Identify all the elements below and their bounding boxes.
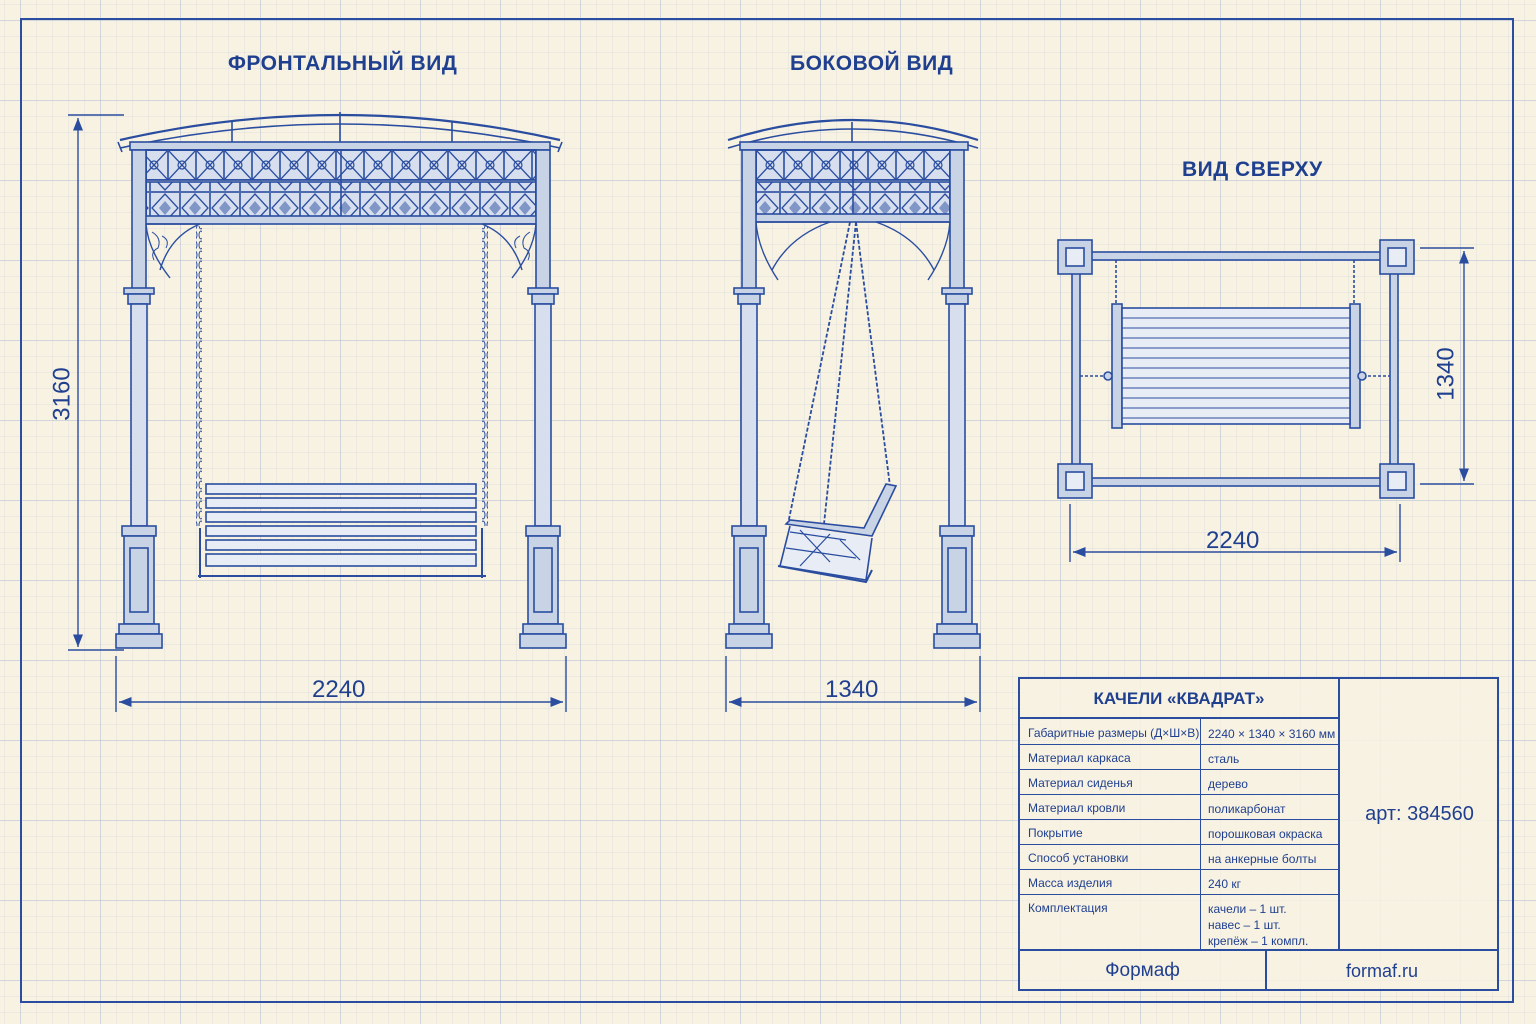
spec-row-dimensions: Габаритные размеры (Д×Ш×В) 2240 × 1340 ×… <box>1020 719 1338 745</box>
top-dimensions <box>1069 247 1474 562</box>
top-view-title: ВИД СВЕРХУ <box>1182 158 1323 181</box>
title-block-footer: Формаф formaf.ru <box>1020 949 1497 989</box>
spec-value: 240 кг <box>1208 877 1241 891</box>
spec-label: Материал сиденья <box>1028 776 1133 790</box>
package-line: крепёж – 1 компл. <box>1208 934 1309 948</box>
spec-row-installation: Способ установки на анкерные болты <box>1020 844 1338 870</box>
drawing-frame <box>20 18 1514 1003</box>
top-view <box>1057 239 1415 499</box>
side-dimensions <box>725 656 981 712</box>
spec-row-weight: Масса изделия 240 кг <box>1020 869 1338 895</box>
top-width-dimension: 2240 <box>1206 527 1260 554</box>
spec-row-coating: Покрытие порошковая окраска <box>1020 819 1338 845</box>
spec-value: поликарбонат <box>1208 802 1286 816</box>
package-line: навес – 1 шт. <box>1208 918 1281 932</box>
spec-row-package: Комплектация качели – 1 шт. навес – 1 шт… <box>1020 894 1338 949</box>
spec-label: Габаритные размеры (Д×Ш×В) <box>1028 726 1200 740</box>
spec-label: Покрытие <box>1028 826 1083 840</box>
spec-label: Материал каркаса <box>1028 751 1131 765</box>
spec-value: на анкерные болты <box>1208 852 1317 866</box>
spec-value: порошковая окраска <box>1208 827 1323 841</box>
side-view <box>725 118 981 649</box>
brand-name: Формаф <box>1020 951 1267 989</box>
spec-row-seat-material: Материал сиденья дерево <box>1020 769 1338 795</box>
side-width-dimension: 1340 <box>825 676 879 703</box>
front-view <box>115 112 567 649</box>
front-dimensions <box>68 114 567 712</box>
front-view-title: ФРОНТАЛЬНЫЙ ВИД <box>228 52 458 75</box>
side-view-title: БОКОВОЙ ВИД <box>790 52 954 75</box>
front-width-dimension: 2240 <box>312 676 366 703</box>
spec-value: 2240 × 1340 × 3160 мм <box>1208 727 1336 741</box>
spec-value: сталь <box>1208 752 1240 766</box>
spec-value: дерево <box>1208 777 1248 791</box>
front-height-dimension: 3160 <box>48 367 76 421</box>
top-depth-dimension: 1340 <box>1432 347 1460 401</box>
article-number: арт: 384560 <box>1365 802 1474 825</box>
spec-value: качели – 1 шт. навес – 1 шт. крепёж – 1 … <box>1208 901 1308 949</box>
spec-row-frame-material: Материал каркаса сталь <box>1020 744 1338 770</box>
spec-label: Масса изделия <box>1028 876 1113 890</box>
title-block: КАЧЕЛИ «КВАДРАТ» Габаритные размеры (Д×Ш… <box>1018 677 1499 991</box>
spec-label: Способ установки <box>1028 851 1129 865</box>
spec-label: Материал кровли <box>1028 801 1126 815</box>
website-link[interactable]: formaf.ru <box>1345 961 1419 981</box>
spec-label: Комплектация <box>1028 901 1108 915</box>
package-line: качели – 1 шт. <box>1208 902 1287 916</box>
product-name: КАЧЕЛИ «КВАДРАТ» <box>1020 679 1338 719</box>
spec-row-roof-material: Материал кровли поликарбонат <box>1020 794 1338 820</box>
spec-table: КАЧЕЛИ «КВАДРАТ» Габаритные размеры (Д×Ш… <box>1020 679 1340 949</box>
